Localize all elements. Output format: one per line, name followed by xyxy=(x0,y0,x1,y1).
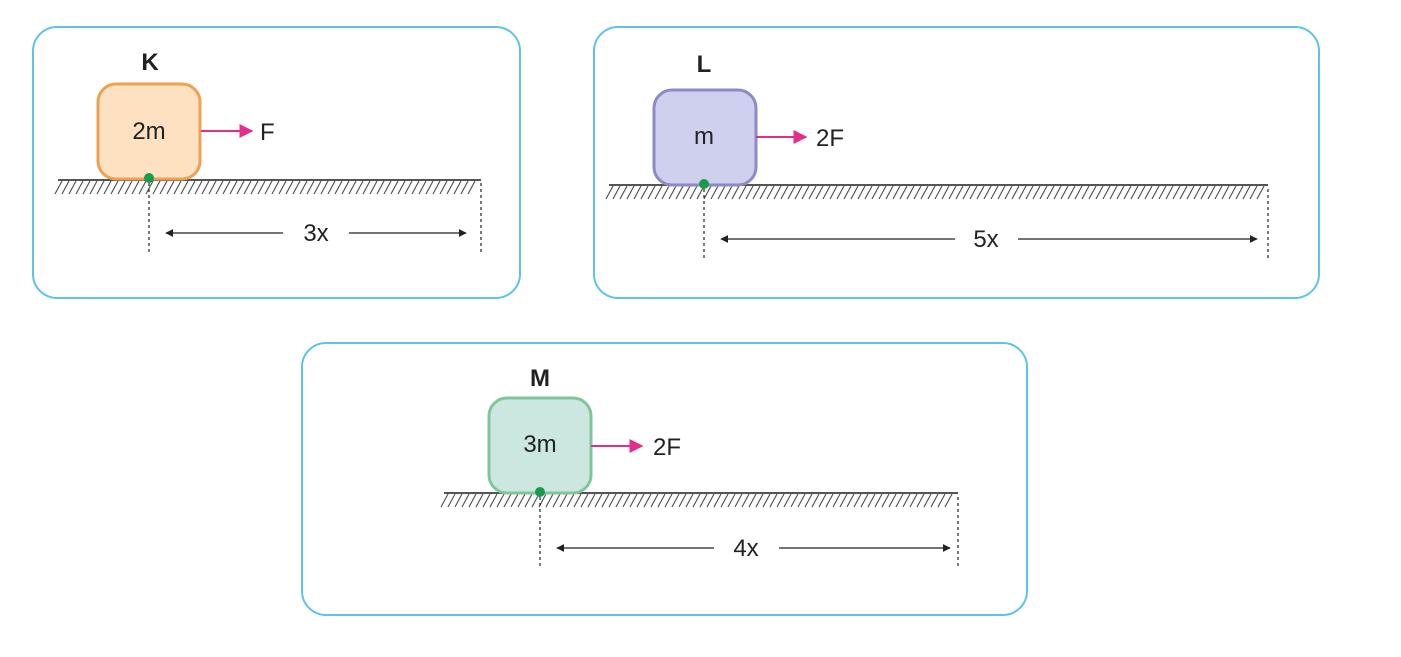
distance-label: 4x xyxy=(733,535,758,562)
mass-label: m xyxy=(694,123,714,150)
hatch-ground xyxy=(440,492,958,508)
force-label: F xyxy=(260,119,275,146)
block-label: M xyxy=(530,365,550,392)
distance-label: 5x xyxy=(973,226,998,253)
panel-border xyxy=(593,26,1320,299)
force-label: 2F xyxy=(816,125,844,152)
panel-m: M 3m 2F 4x xyxy=(301,342,1028,616)
contact-dot xyxy=(699,179,709,189)
panel-l: L m 2F 5x xyxy=(593,26,1320,299)
mass-label: 3m xyxy=(523,431,556,458)
mass-label: 2m xyxy=(132,118,165,145)
block-label: L xyxy=(697,51,712,78)
contact-dot xyxy=(144,173,154,183)
panel-border xyxy=(301,342,1028,616)
distance-label: 3x xyxy=(303,220,328,247)
panel-k: K 2m F 3x xyxy=(32,26,521,299)
hatch-ground xyxy=(54,179,481,195)
contact-dot xyxy=(535,487,545,497)
panel-border xyxy=(32,26,521,299)
force-label: 2F xyxy=(653,434,681,461)
block-label: K xyxy=(141,49,159,76)
